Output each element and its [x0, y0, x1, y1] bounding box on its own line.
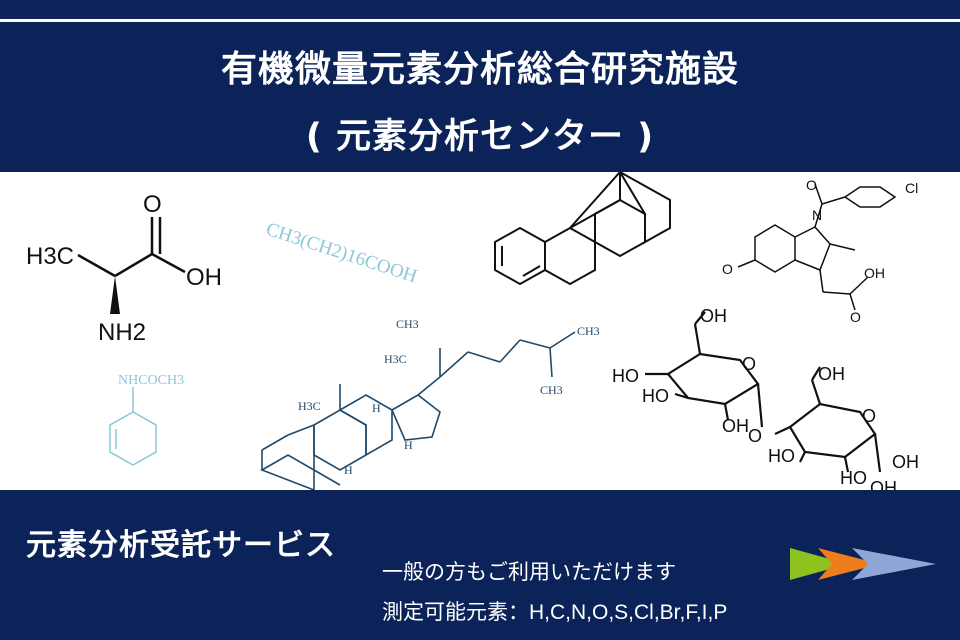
sugar-ho3-label: HO [768, 446, 795, 466]
disaccharide-structure [645, 311, 882, 473]
indo-o2-label: O [722, 261, 733, 277]
chol-ch3-right2-label: CH3 [540, 383, 563, 397]
indo-o3-label: O [850, 309, 861, 325]
chemical-structures-artwork: H3C O OH NH2 CH3(CH2)16COOH [0, 172, 960, 490]
measurable-elements: 測定可能元素：H,C,N,O,S,Cl,Br,F,I,P [382, 601, 728, 624]
blue-arrow-icon [852, 548, 936, 580]
green-arrow-icon [790, 548, 848, 580]
chol-h2-label: H [344, 463, 353, 477]
chol-h1-label: H [372, 401, 381, 415]
indo-o1-label: O [806, 177, 817, 193]
chol-h3c-left-label: H3C [298, 399, 321, 413]
header-banner: 有機微量元素分析総合研究施設 ( 元素分析センター ) [0, 0, 960, 172]
indo-oh-label: OH [864, 265, 885, 281]
sugar-oh3-label: OH [722, 416, 749, 436]
sugar-o-ring1-label: O [742, 354, 756, 374]
alanine-o-label: O [143, 191, 162, 218]
sugar-oh-top1-label: OH [700, 306, 727, 326]
arrow-icons[interactable] [790, 544, 940, 584]
alanine-oh-label: OH [186, 264, 222, 291]
sugar-o-ring2-label: O [862, 406, 876, 426]
sugar-ho1-label: HO [612, 366, 639, 386]
alanine-h3c-label: H3C [26, 243, 74, 270]
service-subtitle: 一般の方もご利用いただけます [382, 560, 676, 584]
chol-ch3-top-label: CH3 [396, 317, 419, 331]
indo-n-label: N [812, 207, 822, 223]
sugar-oh4-label: OH [892, 452, 919, 472]
sugar-oh5-label: OH [870, 478, 897, 490]
header-rule [0, 19, 960, 22]
sugar-o-link-label: O [748, 426, 762, 446]
indomethacin-structure [737, 183, 897, 311]
facility-title: 有機微量元素分析総合研究施設 [220, 49, 739, 90]
sugar-ho2-label: HO [642, 386, 669, 406]
chol-ch3-right1-label: CH3 [577, 324, 600, 338]
anthracene-structure [494, 172, 671, 286]
chol-h3c-mid-label: H3C [384, 352, 407, 366]
sugar-ho4-label: HO [840, 468, 867, 488]
acetanilide-formula: NHCOCH3 [118, 373, 184, 388]
cholesterol-structure [260, 331, 576, 490]
alanine-nh2-label: NH2 [98, 319, 146, 346]
alanine-structure [77, 217, 186, 314]
structures-svg: H3C O OH NH2 CH3(CH2)16COOH [26, 172, 919, 490]
chol-h3-label: H [404, 438, 413, 452]
service-banner: 元素分析受託サービス 一般の方もご利用いただけます 測定可能元素：H,C,N,O… [0, 490, 960, 640]
center-subtitle: ( 元素分析センター ) [305, 117, 655, 157]
acetanilide-structure [109, 387, 157, 466]
sugar-oh-top2-label: OH [818, 364, 845, 384]
indo-cl-label: Cl [905, 180, 918, 196]
stearic-acid-formula: CH3(CH2)16COOH [263, 219, 419, 288]
orange-arrow-icon [818, 548, 880, 580]
service-title: 元素分析受託サービス [26, 528, 336, 563]
